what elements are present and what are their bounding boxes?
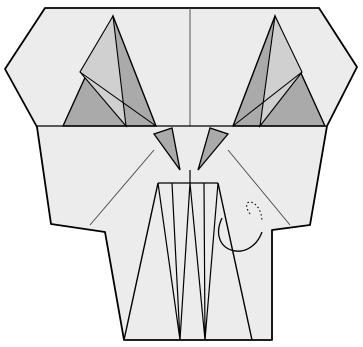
origami-diagram xyxy=(0,0,363,347)
